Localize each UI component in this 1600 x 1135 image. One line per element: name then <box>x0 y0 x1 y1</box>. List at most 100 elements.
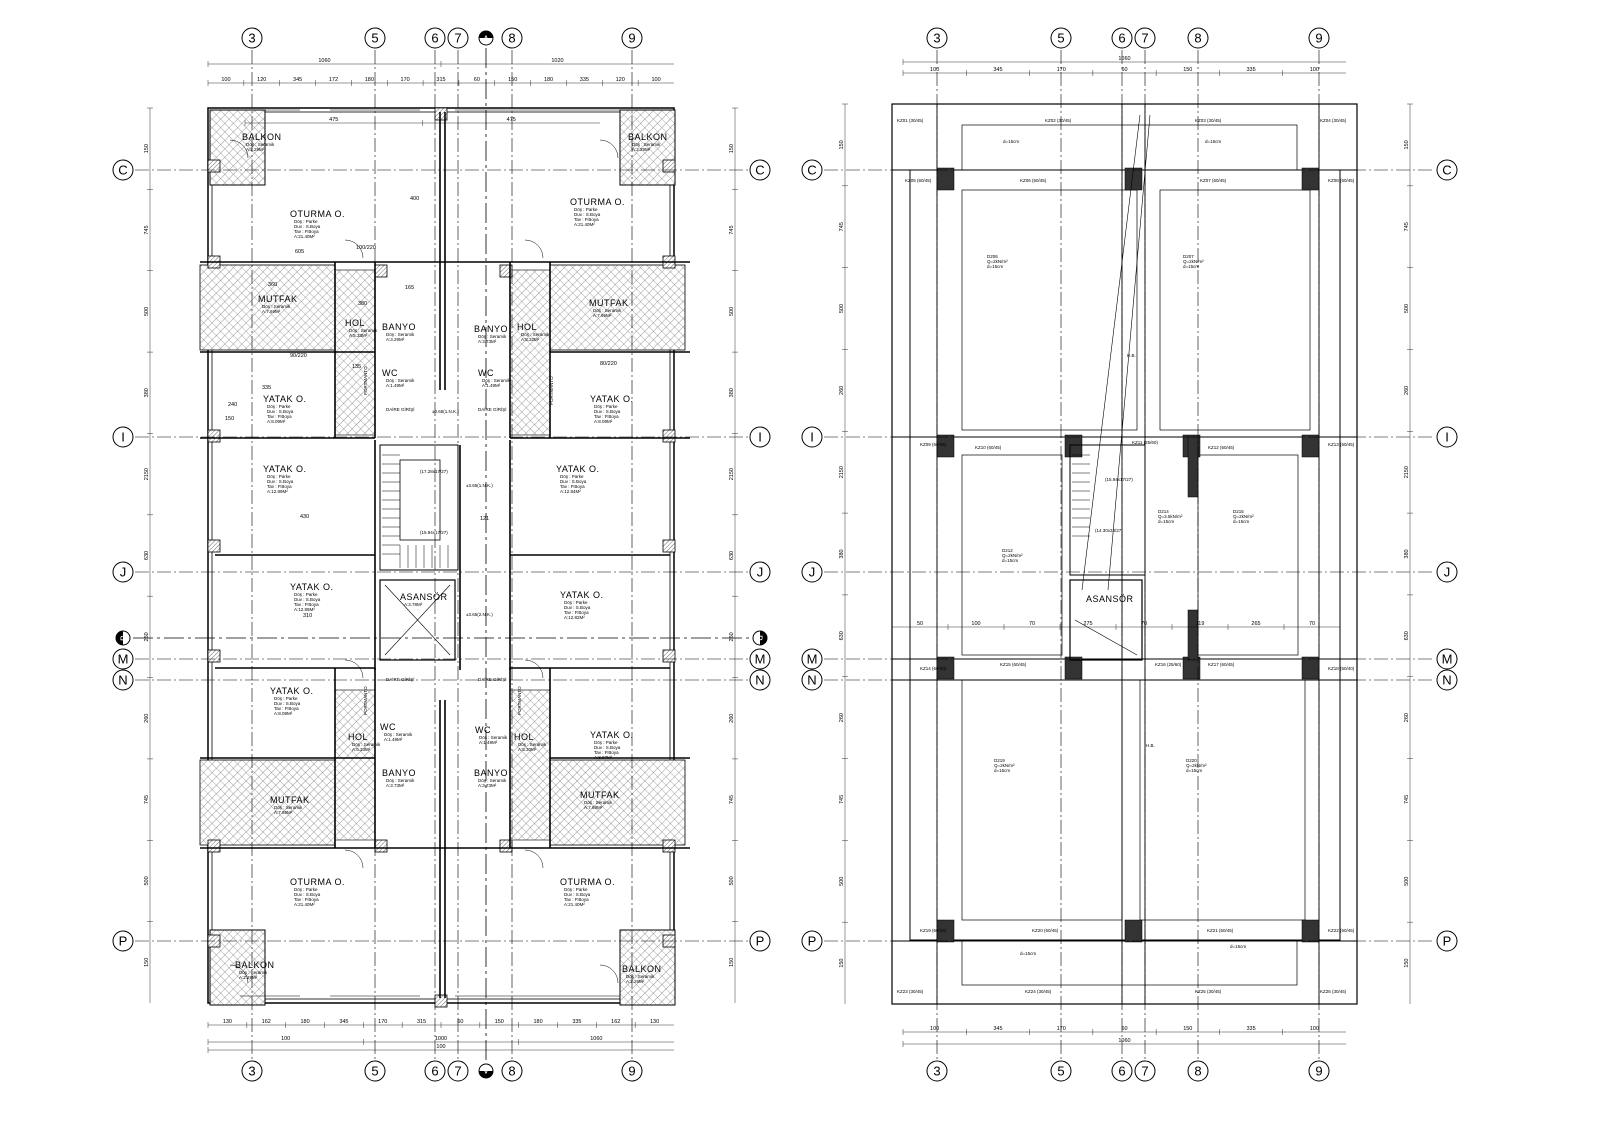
room-name: WC <box>382 368 398 378</box>
left-dim-bottom-a-value: 345 <box>339 1019 348 1025</box>
right-axis-bubble-left-P-circle <box>801 930 823 952</box>
slab-detail: Q=3.5kN/m² <box>1158 514 1183 519</box>
room-detail: Döş : Parke <box>274 696 298 701</box>
left-axis-bubble-right-P-label: P <box>756 934 765 949</box>
left-dim-bottom-b-value: 1060 <box>590 1036 602 1042</box>
room-name: YATAK O. <box>290 582 334 592</box>
right-axis-bubble-top-9-circle <box>1308 27 1330 49</box>
right-dim-side-l-value: 150 <box>839 140 845 149</box>
right-dim-top-value: 100 <box>1310 67 1319 73</box>
asansor-label: ASANSÖR <box>1086 594 1134 604</box>
right-dim-bottom-value: 100 <box>930 1026 939 1032</box>
room-detail: Tav : P.Boya <box>594 414 619 419</box>
struct-stair <box>1069 444 1146 576</box>
left-axis-bubble-right-I-circle <box>749 426 771 448</box>
room-dim: 150 <box>225 416 234 422</box>
left-axis-bubble-bottom-8-circle <box>501 1060 523 1082</box>
slab-detail: d=15cm <box>1233 519 1249 524</box>
left-dim-top-b-value: 1060 <box>318 58 330 64</box>
kitchen-tile-1 <box>549 264 686 351</box>
room-detail: Döş : Seramik <box>521 332 550 337</box>
column-5 <box>662 429 676 443</box>
beam-top-0: KZ01 (30/45) <box>897 118 924 123</box>
right-dim-side-r-value: 2150 <box>1404 466 1410 478</box>
right-axis-bubble-left-N-circle <box>801 669 823 691</box>
beam-p-2: KZ21 (60/45) <box>1207 928 1234 933</box>
bottom-slab <box>961 939 1298 986</box>
room-detail: A:5.30M² <box>518 747 537 752</box>
frame-outline <box>909 169 1341 941</box>
left-dim-bottom-a-value: 162 <box>262 1019 271 1025</box>
room-detail: A:5.33M² <box>349 333 368 338</box>
left-axis-bubble-right-N-circle <box>749 669 771 691</box>
left-axis-bubble-right-J-label: J <box>757 565 764 580</box>
left-axis-bubble-right-N-label: N <box>755 673 764 688</box>
room-dim: 430 <box>300 514 309 520</box>
door-swing-1 <box>524 239 544 259</box>
room-dim: 360 <box>268 282 277 288</box>
left-axis-bubble-right-J-circle <box>749 561 771 583</box>
slab-thickness-0: d=15cm <box>1003 139 1019 144</box>
left-dim-side-l-value: 500 <box>144 307 150 316</box>
room-detail: A:1.49M² <box>482 383 501 388</box>
right-dim-mid-value: 265 <box>1251 621 1260 627</box>
room-detail: Duv : S.Boya <box>594 409 621 414</box>
entrance-label-2: DAİRE GİRİŞİ <box>478 406 507 412</box>
section-mark-b-right-label: B <box>754 635 764 641</box>
section-mark-b-left-half <box>116 631 123 645</box>
right-axis-bubble-bottom-3-circle <box>926 1060 948 1082</box>
left-axis-bubble-left-C-label: C <box>118 163 127 178</box>
struct-stair-label-1: (15.94x17/27) <box>1105 477 1133 482</box>
room-name: MUTFAK <box>580 790 620 800</box>
column-10 <box>207 839 221 853</box>
right-axis-bubble-bottom-7-circle <box>1134 1060 1156 1082</box>
structural-column-9 <box>1182 656 1201 680</box>
right-dim-side-l-value: 260 <box>839 386 845 395</box>
room-detail: A:8.09M² <box>267 419 286 424</box>
room-dim: 80/220 <box>600 361 617 367</box>
room-detail: Döş : Parke <box>564 887 588 892</box>
room-detail: Döş : Seramik <box>593 308 622 313</box>
left-axis-bubble-bottom-9-label: 9 <box>628 1064 635 1079</box>
slab-thickness-1: d=15cm <box>1205 139 1221 144</box>
slab-detail: d=15cm <box>1002 558 1018 563</box>
room-detail: Duv : S.Boya <box>274 701 301 706</box>
right-dim-bottom-value: 335 <box>1246 1026 1255 1032</box>
right-dim-side-r-value: 150 <box>1404 140 1410 149</box>
right-dim-top-value: 170 <box>1057 67 1066 73</box>
right-axis-bubble-top-3-label: 3 <box>933 31 940 46</box>
room-detail: A:21.40M² <box>294 902 315 907</box>
slab-detail: d=15cm <box>1158 519 1174 524</box>
room-detail: A:8.08M² <box>274 711 293 716</box>
left-axis-bubble-left-P-label: P <box>119 934 128 949</box>
right-axis-bubble-right-N-label: N <box>1442 673 1451 688</box>
right-axis-bubble-bottom-9-label: 9 <box>1315 1064 1322 1079</box>
right-axis-bubble-right-M-circle <box>1436 648 1458 670</box>
section-mark-a-bottom-label: A <box>483 1065 489 1075</box>
room-name: YATAK O. <box>270 686 314 696</box>
room-detail: Duv : S.Boya <box>294 597 321 602</box>
right-axis-bubble-top-3-circle <box>926 27 948 49</box>
section-mark-a-bottom-half <box>479 1071 493 1078</box>
room-dim: 240 <box>228 402 237 408</box>
right-axis-bubble-bottom-5-circle <box>1050 1060 1072 1082</box>
left-axis-bubble-right-C-label: C <box>755 163 764 178</box>
room-name: WC <box>475 725 491 735</box>
room-detail: Tav : P.Boya <box>564 897 589 902</box>
left-dim-side-l-value: 745 <box>144 795 150 804</box>
beam-top-1: KZ02 (30/45) <box>1045 118 1072 123</box>
room-detail: Döş : Parke <box>294 887 318 892</box>
structural-column-12 <box>1124 919 1143 943</box>
room-detail: A:3.73M² <box>478 783 497 788</box>
door-swing-2 <box>344 659 364 679</box>
